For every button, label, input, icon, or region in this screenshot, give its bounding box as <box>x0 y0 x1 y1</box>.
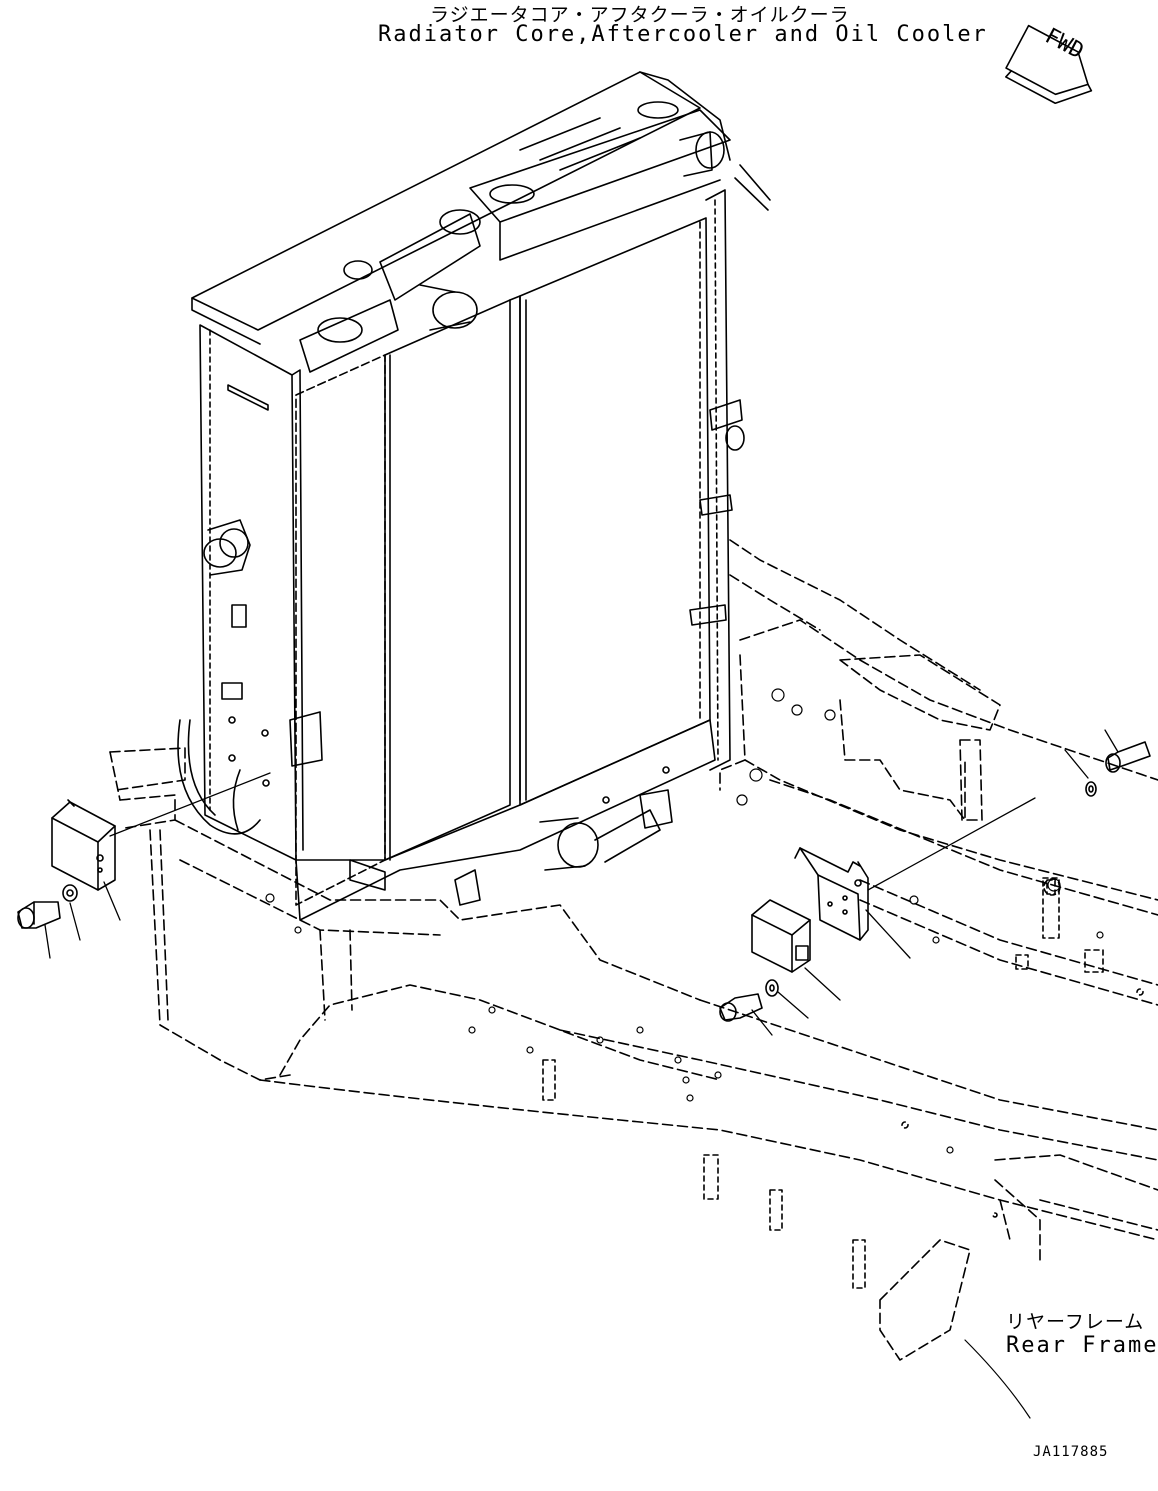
frame-holes <box>265 688 1104 1154</box>
right-bracket <box>794 847 869 941</box>
fwd-label: FWD <box>1040 23 1088 65</box>
fwd-arrow-icon <box>1005 24 1093 105</box>
far-right-bolt <box>1105 741 1151 773</box>
left-bolt <box>17 901 61 929</box>
frame-vertical-studs <box>542 877 1144 1289</box>
right-bolt <box>719 993 763 1022</box>
title-japanese: ラジエータコア・アフタクーラ・オイルクーラ <box>430 4 850 26</box>
rear-frame <box>109 539 1158 1361</box>
far-right-washer <box>1085 781 1097 797</box>
left-controller-box <box>51 799 116 891</box>
left-leader-lines <box>44 772 271 959</box>
right-leader-lines <box>751 729 1119 1036</box>
rear-frame-label-english: Rear Frame <box>1006 1333 1158 1358</box>
right-controller-box <box>751 899 811 973</box>
right-washer <box>765 979 779 997</box>
title-english: Radiator Core,Aftercooler and Oil Cooler <box>378 22 988 47</box>
drawing-code: JA117885 <box>1033 1444 1109 1460</box>
rear-frame-leader <box>964 1339 1031 1419</box>
rear-frame-label-japanese: リヤーフレーム <box>1006 1311 1145 1333</box>
radiator-assembly <box>177 71 771 921</box>
left-washer <box>62 884 78 902</box>
